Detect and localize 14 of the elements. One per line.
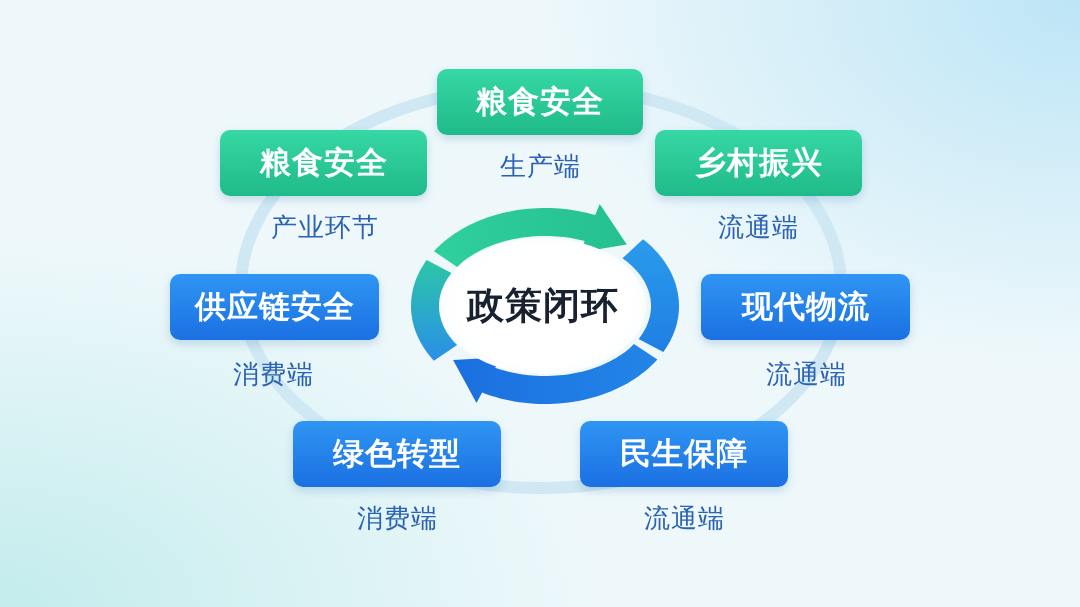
topic-box: 现代物流 <box>701 274 910 340</box>
caption-text: 流通端 <box>765 357 847 391</box>
caption-text: 消费端 <box>232 357 314 391</box>
caption-text: 产业环节 <box>271 210 379 244</box>
caption-text: 消费端 <box>356 501 438 535</box>
topic-box: 绿色转型 <box>293 421 501 487</box>
topic-box: 民生保障 <box>580 421 788 487</box>
caption-text: 流通端 <box>643 501 725 535</box>
topic-box: 乡村振兴 <box>655 130 862 196</box>
topic-box: 粮食安全 <box>220 130 427 196</box>
topic-box: 供应链安全 <box>170 274 379 340</box>
topic-box: 粮食安全 <box>437 69 643 135</box>
caption-text: 流通端 <box>717 210 799 244</box>
caption-text: 生产端 <box>499 149 581 183</box>
